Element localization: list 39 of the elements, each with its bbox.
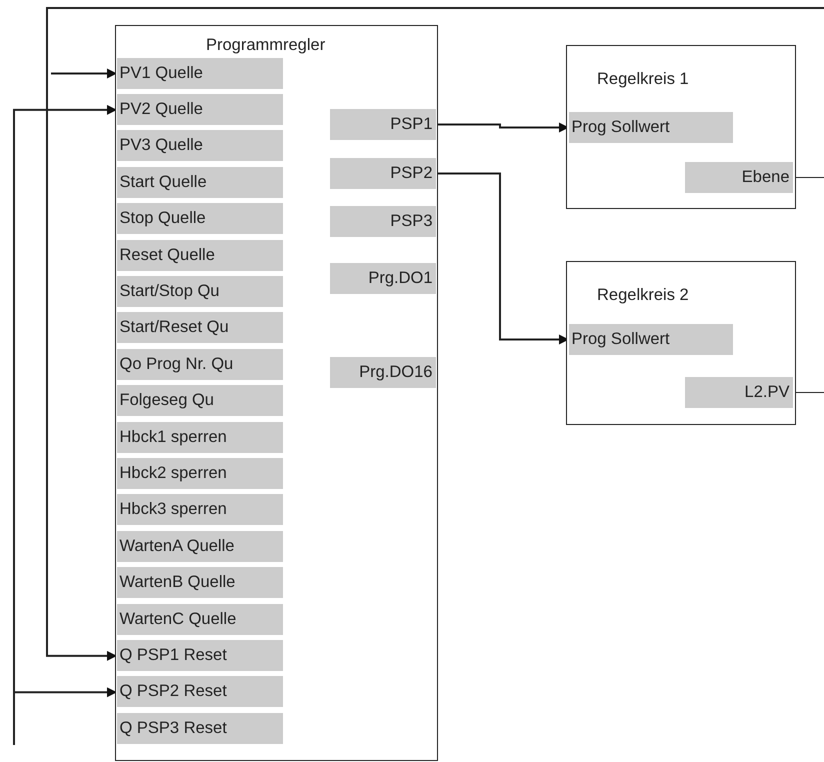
input-parameter: Q PSP1 Reset — [116, 640, 282, 671]
output-parameter: Ebene — [684, 162, 792, 192]
input-parameter: Stop Quelle — [116, 203, 282, 234]
input-parameter: Hbck2 sperren — [116, 458, 282, 489]
function-block — [566, 261, 796, 425]
block-title: Programmregler — [206, 36, 326, 55]
input-parameter: Folgeseg Qu — [116, 385, 282, 416]
input-parameter: Start Quelle — [116, 166, 282, 198]
input-parameter: PV3 Quelle — [116, 130, 282, 162]
input-parameter: Start/Stop Qu — [116, 276, 282, 307]
arrow — [13, 687, 117, 745]
function-block — [115, 25, 438, 761]
input-parameter: Hbck3 sperren — [116, 494, 282, 526]
arrow — [51, 68, 117, 78]
arrow — [46, 7, 824, 661]
input-parameter: Q PSP3 Reset — [116, 712, 282, 744]
connector-line — [796, 392, 824, 393]
input-parameter: Prog Sollwert — [568, 324, 732, 354]
input-parameter: WartenB Quelle — [116, 567, 282, 598]
input-parameter: Q PSP2 Reset — [116, 676, 282, 708]
input-parameter: Prog Sollwert — [568, 112, 732, 142]
output-parameter: PSP1 — [330, 108, 436, 140]
connector-line — [796, 177, 824, 178]
input-parameter: PV1 Quelle — [116, 58, 282, 88]
block-title: Regelkreis 2 — [597, 286, 689, 305]
input-parameter: WartenA Quelle — [116, 530, 282, 562]
input-parameter: Reset Quelle — [116, 240, 282, 270]
output-parameter: PSP2 — [330, 158, 436, 188]
input-parameter: Qo Prog Nr. Qu — [116, 348, 282, 380]
input-parameter: Hbck1 sperren — [116, 422, 282, 452]
output-parameter: Prg.DO1 — [330, 262, 436, 294]
output-parameter: Prg.DO16 — [330, 356, 436, 388]
input-parameter: PV2 Quelle — [116, 94, 282, 125]
output-parameter: L2.PV — [684, 376, 792, 408]
function-block — [566, 45, 796, 209]
block-title: Regelkreis 1 — [597, 70, 689, 89]
input-parameter: Start/Reset Qu — [116, 312, 282, 344]
input-parameter: WartenC Quelle — [116, 604, 282, 634]
output-parameter: PSP3 — [330, 206, 436, 236]
